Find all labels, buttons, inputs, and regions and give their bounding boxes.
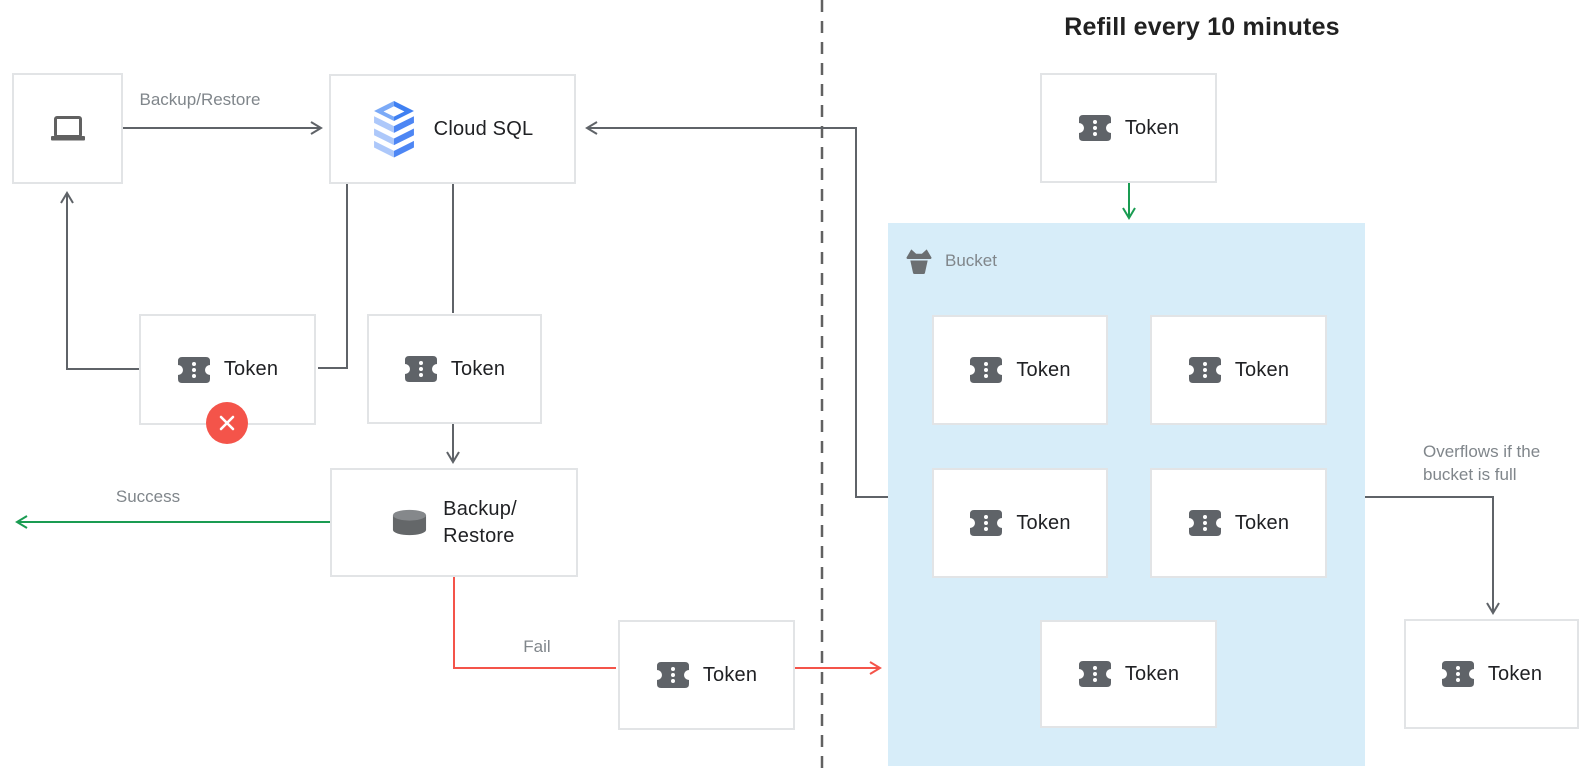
token-box-refill: Token: [1040, 73, 1217, 183]
diagram-title: Refill every 10 minutes: [1064, 13, 1340, 41]
token-label: Token: [1487, 662, 1543, 685]
edge-cloudsql-to-denied-token: [318, 184, 348, 369]
token-box-bucket-4: Token: [1150, 468, 1327, 578]
edge-denied-token-to-client: [60, 191, 139, 370]
token-label: Token: [1016, 511, 1071, 534]
overflow-note: Overflows if the bucket is full: [1423, 440, 1573, 486]
token-icon: [404, 355, 438, 383]
token-label: Token: [1124, 662, 1180, 685]
token-box-bucket-2: Token: [1150, 315, 1327, 425]
overflow-note-line2: bucket is full: [1423, 465, 1517, 484]
edge-bucket-to-cloudsql: [585, 121, 888, 498]
token-icon: [1078, 114, 1112, 142]
backup-restore-line2: Restore: [443, 524, 515, 547]
token-label: Token: [1234, 358, 1290, 381]
token-box-bucket-5: Token: [1040, 620, 1217, 728]
backup-restore-line1: Backup/: [443, 497, 517, 520]
fail-edge-label: Fail: [523, 637, 551, 656]
token-box-bucket-1: Token: [932, 315, 1108, 425]
backup-restore-label: Backup/ Restore: [443, 496, 517, 550]
token-icon: [969, 356, 1003, 384]
token-icon: [177, 356, 211, 384]
laptop-icon: [50, 115, 85, 140]
edge-bucket-overflow: [1365, 496, 1500, 615]
token-label: Token: [702, 663, 758, 686]
token-icon: [1188, 509, 1222, 537]
cloud-sql-node: Cloud SQL: [329, 74, 576, 184]
token-label: Token: [1016, 358, 1071, 381]
cloud-sql-label: Cloud SQL: [433, 117, 534, 140]
token-label: Token: [223, 358, 279, 380]
bucket-label: Bucket: [945, 250, 997, 270]
token-box-fail: Token: [618, 620, 795, 730]
token-label: Token: [450, 357, 506, 380]
token-icon: [1078, 660, 1112, 688]
overflow-note-line1: Overflows if the: [1423, 442, 1541, 461]
token-label: Token: [1124, 116, 1180, 139]
token-icon: [1188, 356, 1222, 384]
token-icon: [969, 509, 1003, 537]
token-box-request: Token: [367, 314, 542, 424]
cloud-sql-icon: [373, 100, 414, 158]
token-label: Token: [1234, 511, 1290, 534]
client-node: [12, 73, 123, 184]
backup-restore-node: Backup/ Restore: [330, 468, 578, 577]
bucket-icon: [906, 249, 932, 274]
bucket-header: Bucket: [904, 247, 997, 274]
success-edge-label: Success: [115, 487, 181, 506]
token-box-overflow: Token: [1404, 619, 1579, 729]
database-icon: [393, 509, 427, 535]
denied-badge: [206, 402, 248, 444]
token-box-bucket-3: Token: [932, 468, 1108, 578]
x-icon: [219, 415, 235, 431]
token-icon: [1441, 660, 1475, 688]
token-icon: [656, 661, 690, 689]
request-edge-label: Backup/Restore: [139, 90, 261, 109]
